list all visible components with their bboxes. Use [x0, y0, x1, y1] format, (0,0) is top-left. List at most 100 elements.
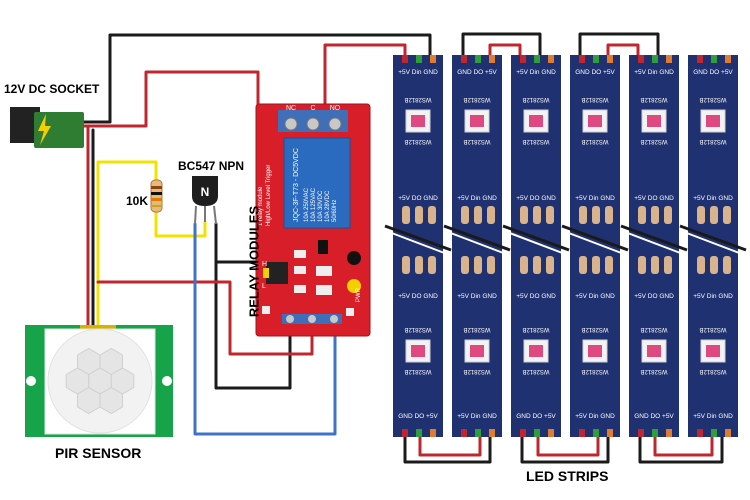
led-chip-label: WS2812B: [404, 138, 431, 144]
jumper-h-label: H: [262, 261, 267, 268]
terminal-no-label: NO: [330, 105, 341, 112]
strip-pad: [697, 206, 705, 224]
strip-pad-label: +5V DO GND: [398, 293, 438, 300]
resistor: [150, 179, 163, 213]
led-chip-label: WS2812B: [581, 96, 608, 102]
relay-spec-line: 10A 250VAC: [304, 187, 310, 222]
relay-module-line: 1 relay module: [258, 186, 264, 226]
strip-pad: [474, 256, 482, 274]
led-chip-label: WS2812B: [581, 138, 608, 144]
led-chip-label: WS2812B: [581, 368, 608, 374]
wire-strip-bottom-3r: [653, 430, 714, 457]
cut-line: [624, 231, 684, 255]
strip-pad-label: GND DO +5V: [693, 69, 733, 76]
strip-pin: [652, 429, 658, 437]
strip-pad-label: +5V Din GND: [457, 195, 497, 202]
strip-pad-label: GND DO +5V: [398, 413, 438, 420]
strip-pad-label: GND DO +5V: [457, 69, 497, 76]
strip-pad: [461, 206, 469, 224]
strip-pin: [725, 429, 731, 437]
strip-pin: [416, 429, 422, 437]
wire-strip-3-4-black: [578, 32, 660, 60]
led-chip-label: WS2812B: [522, 368, 549, 374]
cut-line: [502, 224, 570, 252]
strip-pad-label: GND DO +5V: [575, 69, 615, 76]
strip-pad: [520, 206, 528, 224]
strip-pin: [697, 429, 703, 437]
wire-black-top: [82, 33, 432, 124]
led-chip-label: WS2812B: [640, 368, 667, 374]
cut-line: [565, 231, 625, 255]
relay-ic: [266, 262, 288, 284]
led-chip-label: WS2812B: [522, 96, 549, 102]
strip-pin: [402, 429, 408, 437]
strip-pin: [607, 55, 613, 63]
wire-red-top: [82, 70, 260, 142]
strip-pin: [475, 429, 481, 437]
led-chip-label: WS2812B: [699, 368, 726, 374]
led-chip-label: WS2812B: [581, 326, 608, 332]
strip-pad: [723, 256, 731, 274]
wires: [82, 32, 724, 464]
strip-pin: [475, 55, 481, 63]
strip-pin: [534, 55, 540, 63]
strip-pad: [520, 256, 528, 274]
strip-pin: [430, 429, 436, 437]
strip-pad: [638, 206, 646, 224]
led-strips-label: LED STRIPS: [526, 468, 609, 484]
led-chip-core: [411, 115, 425, 127]
strip-pin: [579, 429, 585, 437]
strip-pin: [489, 55, 495, 63]
strip-pad-label: +5V Din GND: [575, 195, 615, 202]
strip-pad-label: +5V DO GND: [634, 293, 674, 300]
terminal-nc-label: NC: [286, 105, 296, 112]
pir-lens-cell: [99, 386, 123, 415]
relay-spec-line: 10A 125VAC: [311, 187, 317, 222]
strip-pad: [461, 256, 469, 274]
strip-pad: [402, 256, 410, 274]
strip-pad: [487, 206, 495, 224]
led-chip-core: [588, 115, 602, 127]
strip-pad-label: +5V Din GND: [457, 413, 497, 420]
transistor-label: BC547 NPN: [178, 159, 245, 173]
strip-pad: [605, 256, 613, 274]
wire-red-strip1: [323, 43, 407, 120]
dc-socket-label: 12V DC SOCKET: [4, 82, 100, 96]
led-chip-core: [706, 115, 720, 127]
led-chip-label: WS2812B: [699, 326, 726, 332]
wire-strip-bottom-1: [403, 430, 492, 464]
strip-pad: [638, 256, 646, 274]
relay-module-line: High/Low Level Trigger: [266, 165, 272, 226]
relay-spec-line: 10A 28VDC: [325, 190, 331, 222]
cut-line: [384, 224, 452, 252]
strip-pin: [725, 55, 731, 63]
strip-pad: [533, 206, 541, 224]
led-chip-core: [529, 115, 543, 127]
strip-pad: [592, 206, 600, 224]
dc-socket: [10, 107, 84, 148]
led-chip-label: WS2812B: [463, 326, 490, 332]
strip-pin: [489, 429, 495, 437]
led-chip-label: WS2812B: [522, 138, 549, 144]
strip-pad: [546, 256, 554, 274]
relay-led-2: [347, 279, 361, 293]
strip-pin: [652, 55, 658, 63]
strip-pad: [592, 256, 600, 274]
strip-pad: [533, 256, 541, 274]
led-chip-label: WS2812B: [699, 138, 726, 144]
led-chip-label: WS2812B: [463, 368, 490, 374]
relay-cube: [283, 137, 351, 229]
led-chip-core: [411, 345, 425, 357]
wire-red-relay: [96, 280, 314, 356]
strip-pin: [638, 429, 644, 437]
strip-pin: [461, 429, 467, 437]
strip-pin: [638, 55, 644, 63]
strip-pad: [664, 206, 672, 224]
strip-pad: [697, 256, 705, 274]
strip-pin: [548, 429, 554, 437]
